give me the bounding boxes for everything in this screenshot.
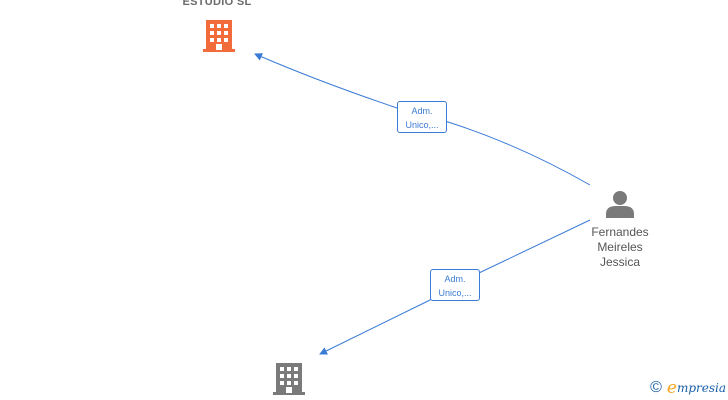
person-name-label[interactable]: Fernandes Meireles Jessica xyxy=(578,225,662,270)
person-icon[interactable] xyxy=(605,190,635,218)
edge-label-line: Unico,... xyxy=(405,120,439,130)
brand-name: mpresia xyxy=(676,381,726,395)
person-name-line: Fernandes xyxy=(591,225,649,239)
building-icon[interactable] xyxy=(203,18,235,52)
person-name-line: Jessica xyxy=(599,255,640,269)
edge-label-line: Unico,... xyxy=(438,288,472,298)
edge-label-line: Adm. xyxy=(411,106,433,116)
edge-label-line: Adm. xyxy=(444,274,466,284)
copyright-icon: © xyxy=(650,379,662,396)
edge-label-bottom[interactable]: Adm. Unico,... xyxy=(430,269,480,301)
person-name-line: Meireles xyxy=(597,240,643,254)
building-icon[interactable] xyxy=(273,361,305,395)
edge-label-top[interactable]: Adm. Unico,... xyxy=(397,101,447,133)
company-name-label[interactable]: ESTUDIO SL xyxy=(182,0,252,8)
brand-initial: e xyxy=(666,378,677,398)
